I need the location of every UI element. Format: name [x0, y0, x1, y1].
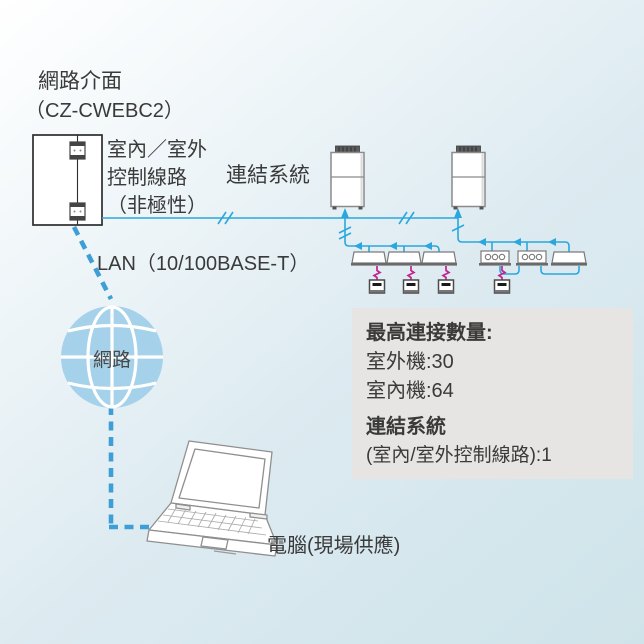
control-line-label-1: 室內／室外 [107, 139, 207, 161]
lan-dashed-line [71, 225, 152, 530]
indoor-unit [351, 251, 387, 266]
indoor-unit [386, 251, 422, 266]
network-interface-box-icon [32, 134, 103, 226]
infobox-subtitle: 連結系統 [366, 416, 446, 438]
control-line-label: 室內／室外 控制線路 （非極性） [107, 136, 207, 220]
wiring-arrowheads [341, 208, 556, 250]
remote-controller [402, 279, 420, 294]
network-label: 網路 [92, 350, 131, 371]
control-line-label-2: 控制線路 [107, 167, 187, 189]
indoor-unit [551, 251, 587, 266]
control-line-label-3: （非極性） [107, 195, 207, 217]
infobox-outdoor-max: 室外機:30 [366, 351, 454, 373]
computer-label: 電腦(現場供應) [267, 535, 401, 557]
indoor-unit [421, 251, 457, 266]
max-connections-infobox: 最高連接數量: 室外機:30 室內機:64 連結系統 (室內/室外控制線路):1 [352, 308, 633, 479]
terminal-connector [69, 202, 86, 221]
lan-label: LAN（10/100BASE-T） [97, 253, 310, 275]
remote-controller [368, 279, 386, 294]
remote-controller [437, 279, 455, 294]
indoor-unit-cassette [479, 250, 511, 266]
terminal-connector [69, 141, 86, 160]
outdoor-unit [451, 145, 486, 210]
infobox-detail: (室內/室外控制線路):1 [366, 445, 552, 466]
remote-controller [493, 279, 511, 294]
outdoor-unit [330, 145, 365, 210]
globe-icon [61, 305, 163, 409]
laptop-icon [146, 440, 278, 557]
page-title: 網路介面 [38, 70, 122, 93]
indoor-unit-cassette [516, 250, 548, 266]
link-system-label: 連結系統 [226, 164, 310, 187]
model-number: （CZ-CWEBC2） [25, 100, 184, 122]
infobox-title: 最高連接數量: [366, 322, 493, 344]
infobox-indoor-max: 室內機:64 [366, 380, 454, 402]
remote-control-wiring [372, 266, 507, 280]
